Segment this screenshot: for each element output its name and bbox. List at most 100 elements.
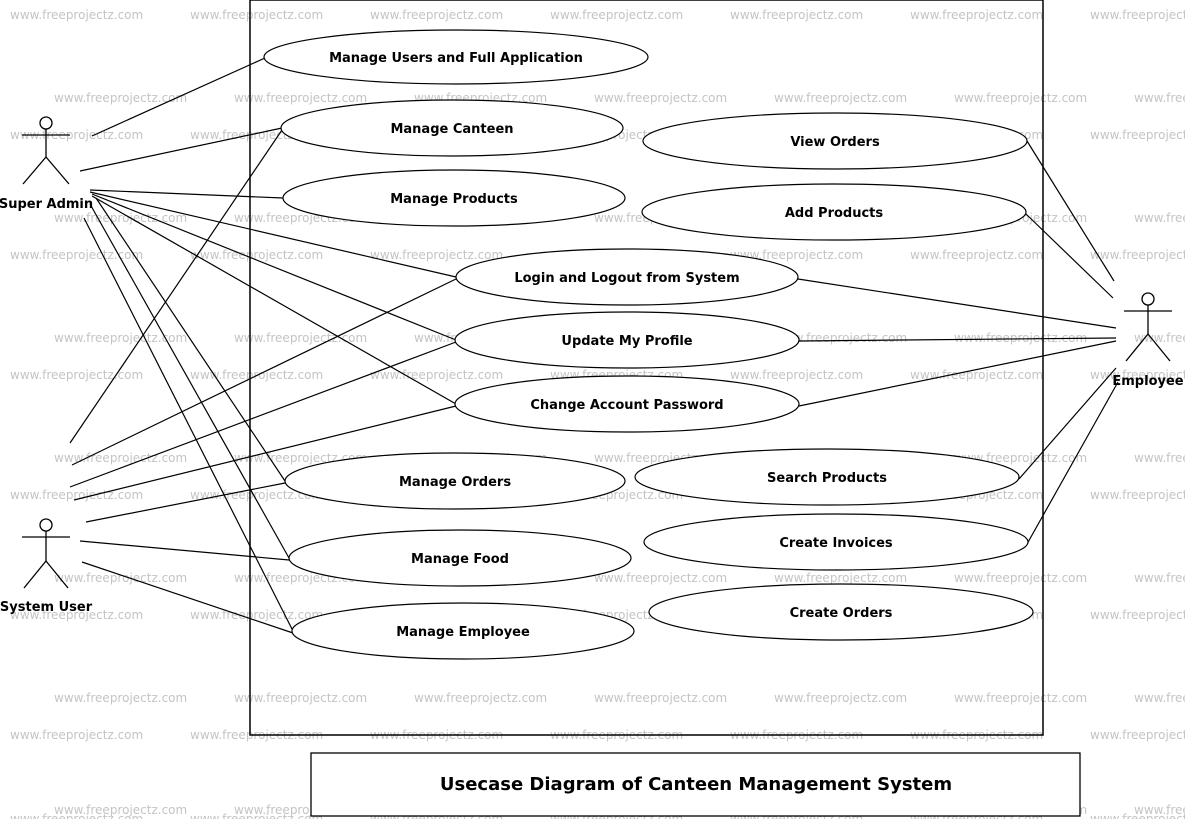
assoc-employee-update-profile	[798, 337, 1117, 342]
system-user-label: System User	[0, 600, 93, 615]
usecase-login-logout-shape[interactable]	[455, 248, 799, 306]
usecase-change-password-shape[interactable]	[454, 375, 800, 433]
watermark-text: www.freeprojectz.com	[1090, 368, 1185, 382]
use-case-labels: Manage Users and Full Application Manage…	[329, 51, 893, 640]
watermark-text: www.freeprojectz.com	[1134, 571, 1185, 585]
watermark-text: www.freeprojectz.com	[954, 571, 1087, 585]
watermark-text: www.freeprojectz.com	[370, 368, 503, 382]
watermark-text: www.freeprojectz.com	[10, 728, 143, 742]
employee-left-leg	[1125, 333, 1149, 362]
usecase-manage-users-label: Manage Users and Full Application	[329, 51, 583, 66]
usecase-search-products-shape[interactable]	[634, 448, 1020, 506]
watermark-text: www.freeprojectz.com	[774, 571, 907, 585]
actor-super-admin[interactable]	[22, 116, 70, 185]
usecase-update-profile-shape[interactable]	[454, 311, 800, 369]
assoc-user-manage-food	[79, 540, 290, 561]
usecase-manage-canteen-shape[interactable]	[280, 99, 624, 157]
super-admin-right-leg	[45, 156, 70, 185]
watermark-text: www.freeprojectz.com	[730, 368, 863, 382]
usecase-create-orders-shape[interactable]	[648, 583, 1034, 641]
watermark-text: www.freeprojectz.com	[190, 8, 323, 22]
assoc-user-manage-employee	[81, 561, 294, 634]
watermark-text: www.freeprojectz.com	[1134, 211, 1185, 225]
assoc-user-manage-orders	[85, 482, 286, 523]
employee-label: Employee	[1112, 374, 1183, 389]
use-cases	[263, 29, 1034, 660]
assoc-admin-manage-employee	[83, 217, 294, 632]
usecase-change-password-label: Change Account Password	[530, 398, 723, 413]
actor-employee[interactable]	[1124, 292, 1172, 362]
watermark-text: www.freeprojectz.com	[730, 8, 863, 22]
usecase-view-orders-shape[interactable]	[642, 112, 1028, 170]
watermark-text: www.freeprojectz.com	[1090, 488, 1185, 502]
employee-right-leg	[1147, 333, 1171, 362]
watermark-text: www.freeprojectz.com	[1090, 608, 1185, 622]
watermark-text: www.freeprojectz.com	[1090, 812, 1185, 819]
usecase-add-products-shape[interactable]	[641, 183, 1027, 241]
watermark-text: www.freeprojectz.com	[1134, 803, 1185, 817]
usecase-manage-food-label: Manage Food	[411, 552, 509, 567]
watermark-text: www.freeprojectz.com	[910, 368, 1043, 382]
assoc-employee-add-products	[1025, 213, 1114, 299]
watermark-text: www.freeprojectz.com	[54, 331, 187, 345]
watermark-text: www.freeprojectz.com	[1090, 8, 1185, 22]
watermark-text: www.freeprojectz.com	[954, 91, 1087, 105]
assoc-admin-manage-users	[91, 57, 266, 137]
usecase-manage-orders-label: Manage Orders	[399, 475, 511, 490]
watermark-text: www.freeprojectz.com	[1090, 128, 1185, 142]
assoc-employee-login	[797, 278, 1117, 329]
assoc-employee-view-orders	[1026, 140, 1115, 282]
usecase-manage-users-shape[interactable]	[263, 29, 649, 85]
watermark-text: www.freeprojectz.com	[370, 8, 503, 22]
assoc-admin-manage-products	[89, 189, 284, 199]
usecase-create-orders-label: Create Orders	[790, 606, 893, 621]
watermark-text: www.freeprojectz.com	[10, 128, 143, 142]
watermark-text: www.freeprojectz.com	[190, 248, 323, 262]
usecase-create-invoices-shape[interactable]	[643, 513, 1029, 571]
usecase-manage-food-shape[interactable]	[288, 529, 632, 587]
watermark-text: www.freeprojectz.com	[550, 8, 683, 22]
watermark-text: www.freeprojectz.com	[10, 248, 143, 262]
watermark-text: www.freeprojectz.com	[10, 8, 143, 22]
assoc-user-change-password	[73, 405, 457, 501]
watermark-text: www.freeprojectz.com	[774, 691, 907, 705]
assoc-admin-manage-food	[89, 203, 290, 559]
watermark-text: www.freeprojectz.com	[1134, 691, 1185, 705]
super-admin-left-leg	[22, 156, 47, 185]
usecase-view-orders-label: View Orders	[790, 135, 880, 150]
actor-system-user[interactable]	[22, 518, 70, 589]
usecase-manage-employee-label: Manage Employee	[396, 625, 530, 640]
assoc-admin-login	[89, 191, 457, 278]
assoc-employee-create-invoices	[1026, 381, 1119, 545]
watermark-text: www.freeprojectz.com	[190, 608, 323, 622]
associations	[69, 57, 1119, 634]
usecase-create-invoices-label: Create Invoices	[779, 536, 893, 551]
assoc-user-update-profile	[69, 341, 457, 488]
usecase-manage-employee-shape[interactable]	[291, 602, 635, 660]
usecase-manage-canteen-label: Manage Canteen	[390, 122, 513, 137]
watermark-text: www.freeprojectz.com	[54, 803, 187, 817]
diagram-caption: Usecase Diagram of Canteen Management Sy…	[440, 774, 952, 795]
assoc-employee-change-password	[798, 340, 1117, 407]
watermark-text: www.freeprojectz.com	[594, 571, 727, 585]
watermark-text: www.freeprojectz.com	[10, 812, 143, 819]
usecase-update-profile-label: Update My Profile	[561, 334, 692, 349]
watermark-text: www.freeprojectz.com	[54, 91, 187, 105]
assoc-user-manage-canteen	[69, 129, 283, 444]
watermark-text: www.freeprojectz.com	[910, 248, 1043, 262]
watermark-text: www.freeprojectz.com	[54, 571, 187, 585]
watermark-text: www.freeprojectz.com	[954, 331, 1087, 345]
watermark-text: www.freeprojectz.com	[10, 368, 143, 382]
watermark-text: www.freeprojectz.com	[594, 691, 727, 705]
watermark-text: www.freeprojectz.com	[54, 451, 187, 465]
system-user-head	[39, 518, 53, 532]
watermark-text: www.freeprojectz.com	[54, 691, 187, 705]
usecase-manage-orders-shape[interactable]	[284, 452, 626, 510]
watermark-text: www.freeprojectz.com	[774, 91, 907, 105]
watermark-text: www.freeprojectz.com	[234, 691, 367, 705]
usecase-manage-products-shape[interactable]	[282, 169, 626, 227]
watermark-text: www.freeprojectz.com	[1090, 248, 1185, 262]
watermark-text: www.freeprojectz.com	[370, 248, 503, 262]
assoc-admin-manage-canteen	[79, 127, 283, 172]
